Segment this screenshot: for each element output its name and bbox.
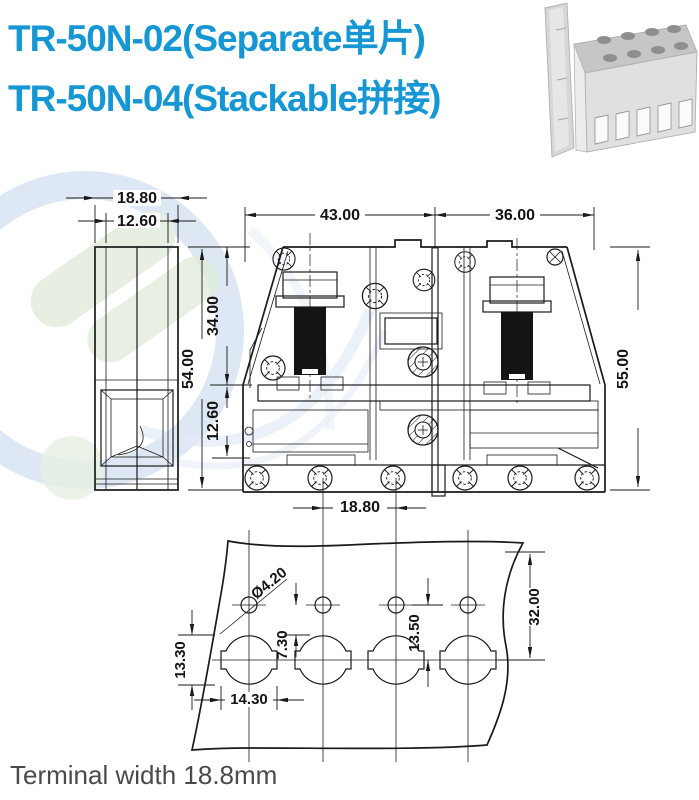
dim-hole-to-slot: 13.50 [406, 578, 443, 687]
dim-front-lower-height: 12.60 [205, 387, 250, 459]
plan-view [190, 478, 525, 762]
svg-text:55.00: 55.00 [615, 349, 632, 389]
svg-text:12.60: 12.60 [205, 401, 222, 441]
clamp-screw-right [482, 238, 552, 405]
dim-front-right-total: 55.00 [610, 246, 650, 491]
svg-text:36.00: 36.00 [495, 207, 535, 224]
svg-text:18.80: 18.80 [117, 190, 157, 207]
dim-front-left-total: 54.00 [180, 246, 243, 491]
stacking-pin [431, 464, 446, 497]
product-wire-holes [597, 25, 688, 62]
svg-text:14.30: 14.30 [230, 691, 268, 708]
dim-edge-to-slot: 32.00 [498, 551, 545, 661]
svg-text:34.00: 34.00 [205, 296, 222, 336]
product-title-separate: TR-50N-02(Separate单片) [8, 18, 426, 59]
panel-outline [190, 539, 525, 751]
svg-text:18.80: 18.80 [340, 499, 380, 516]
dim-slot-width: 14.30 [194, 686, 304, 710]
product-clamp-cavities [594, 98, 693, 145]
svg-text:12.60: 12.60 [117, 213, 157, 230]
dim-side-width: 18.80 [66, 190, 207, 243]
mounting-holes [240, 596, 477, 614]
dim-front-right-section: 36.00 [435, 207, 595, 250]
brand-watermark-logo [0, 171, 389, 500]
terminal-cutouts [220, 635, 497, 685]
insulator-block [384, 317, 438, 345]
svg-text:32.00: 32.00 [526, 588, 543, 626]
dim-hole-diameter: Ø4.20 [219, 564, 290, 635]
svg-text:Ø4.20: Ø4.20 [248, 564, 290, 603]
dim-hole-offset: 7.30 [274, 583, 310, 660]
base-rivets [244, 465, 600, 491]
product-title-stackable: TR-50N-04(Stackable拼接) [8, 78, 441, 119]
side-view-clamp-window [100, 389, 174, 467]
svg-text:54.00: 54.00 [180, 349, 197, 389]
clamp-screw-left [275, 233, 345, 400]
dim-side-inner-width: 12.60 [78, 213, 196, 243]
dim-front-upper-height: 34.00 [205, 246, 252, 386]
front-view [242, 233, 606, 497]
svg-text:13.30: 13.30 [172, 641, 189, 679]
dim-slot-height: 13.30 [172, 610, 215, 710]
svg-text:13.50: 13.50 [406, 614, 423, 652]
svg-text:7.30: 7.30 [274, 630, 291, 659]
svg-text:43.00: 43.00 [320, 207, 360, 224]
dim-pitch: 18.80 [293, 499, 426, 516]
side-view [94, 246, 179, 491]
terminal-width-note: Terminal width 18.8mm [10, 760, 278, 790]
product-photo [544, 2, 698, 158]
